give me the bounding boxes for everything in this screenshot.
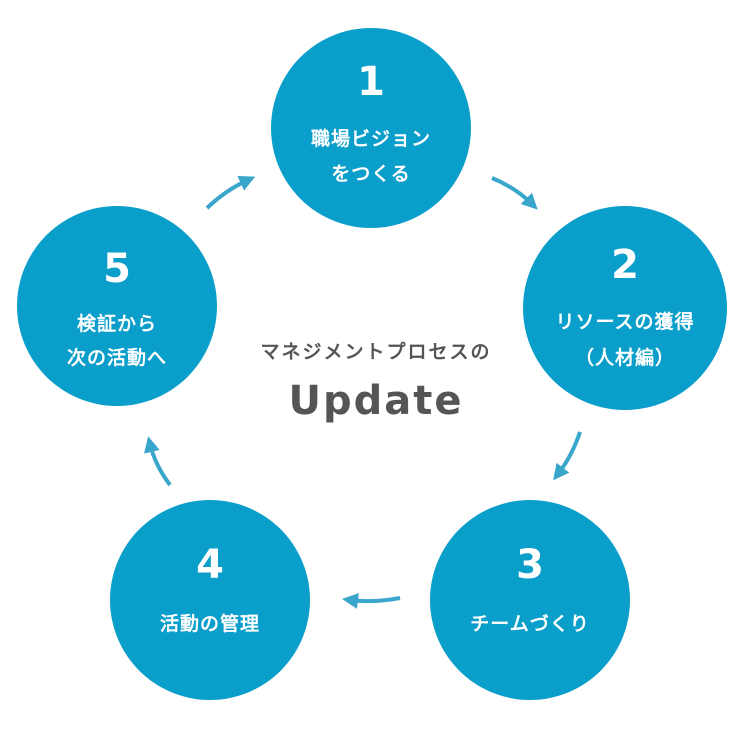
- step-number: 3: [516, 542, 544, 588]
- step-circle: [523, 206, 727, 410]
- step-label: 職場ビジョン: [311, 127, 431, 150]
- step-4: 4 活動の管理: [110, 500, 310, 700]
- step-1: 1 職場ビジョン をつくる: [271, 28, 471, 228]
- step-number: 1: [357, 59, 385, 105]
- arrow-1-to-2: [491, 176, 538, 210]
- center-title: Update: [289, 378, 464, 424]
- step-number: 4: [196, 542, 224, 588]
- step-3: 3 チームづくり: [430, 500, 630, 700]
- step-circle: [110, 500, 310, 700]
- arrow-3-to-4: [342, 593, 401, 609]
- step-number: 5: [103, 246, 131, 292]
- step-label: （人材編）: [575, 346, 675, 369]
- arrow-2-to-3: [553, 431, 582, 481]
- arrow-4-to-5: [144, 436, 172, 487]
- step-circle: [271, 28, 471, 228]
- step-5: 5 検証から 次の活動へ: [17, 206, 217, 406]
- step-number: 2: [611, 242, 639, 288]
- arrow-5-to-1: [205, 176, 256, 210]
- step-circle: [430, 500, 630, 700]
- center-subtitle: マネジメントプロセスの: [260, 340, 491, 363]
- step-label: 活動の管理: [160, 612, 260, 635]
- step-2: 2 リソースの獲得 （人材編）: [523, 206, 727, 410]
- step-label: をつくる: [331, 163, 411, 185]
- step-label: 次の活動へ: [67, 346, 167, 369]
- step-circle: [17, 206, 217, 406]
- step-label: 検証から: [77, 312, 157, 335]
- step-label: リソースの獲得: [555, 310, 694, 333]
- step-label: チームづくり: [470, 613, 589, 635]
